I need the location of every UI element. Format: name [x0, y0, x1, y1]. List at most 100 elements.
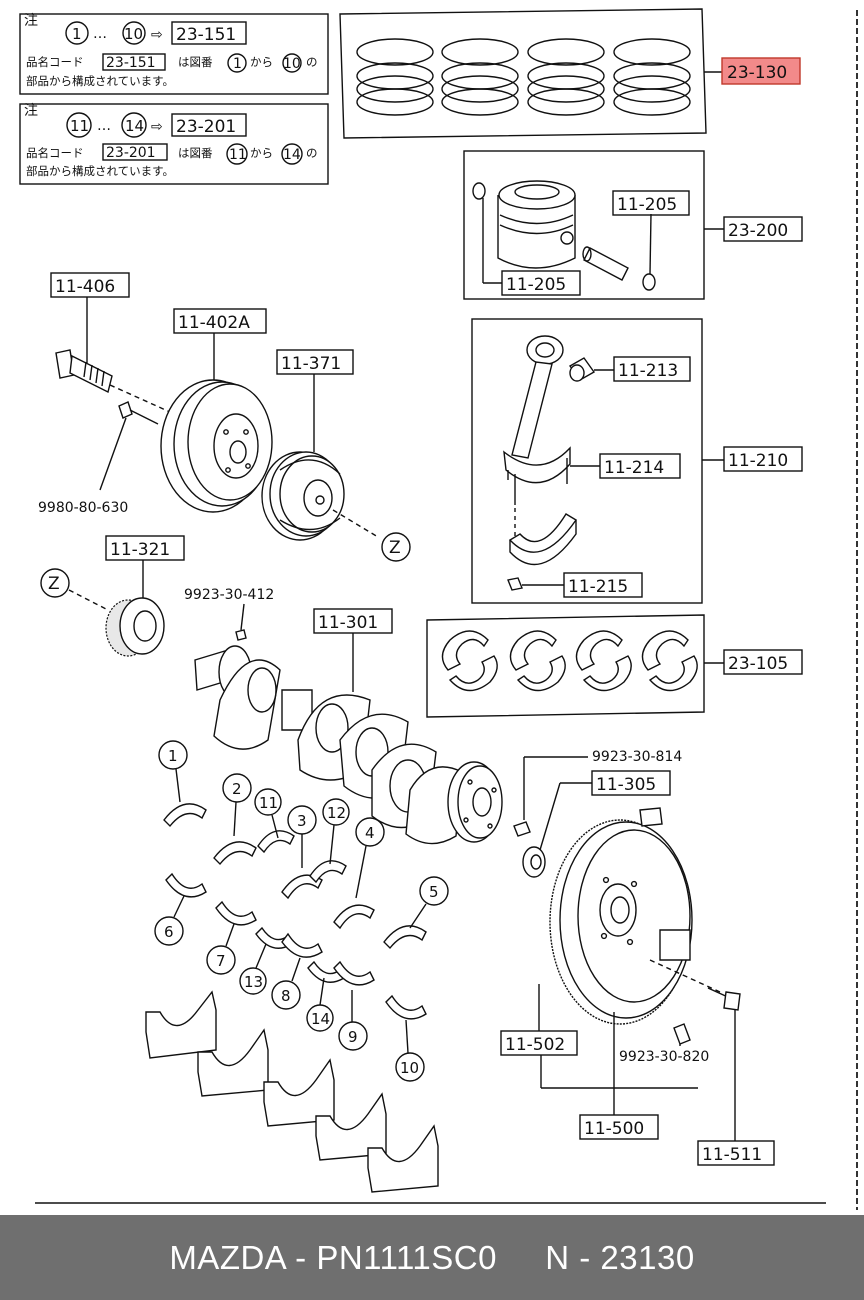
label-rod-bolt[interactable]: 11-214: [604, 458, 664, 478]
bearing-half: [385, 994, 427, 1020]
note-code-box: 23-201: [176, 117, 236, 137]
callout-6[interactable]: 6: [164, 923, 174, 941]
callout-1[interactable]: 1: [168, 747, 178, 765]
callout-8[interactable]: 8: [281, 987, 291, 1005]
bearing-half: [333, 904, 375, 930]
label-piston-clip-bottom[interactable]: 11-205: [506, 275, 566, 295]
rod-bearings-group: 23-105: [426, 614, 803, 718]
note-inline-number: 14: [283, 147, 301, 163]
label-key-pin[interactable]: 9923-30-412: [184, 587, 274, 603]
note-from-number: 11: [70, 117, 89, 135]
note-code-box: 23-151: [176, 25, 236, 45]
bearing-half: [257, 830, 295, 854]
note-inline-number: 11: [229, 147, 247, 163]
note-box-2: 注 11 … 14 ⇨ 23-201 品名コード 23-201 は図番 11 か…: [19, 103, 329, 185]
note-to-number: 10: [124, 25, 143, 43]
snap-ring-icon: [642, 273, 656, 291]
note-text: 品名コード: [26, 55, 84, 69]
crank-bolt-icon: [55, 349, 113, 394]
piston-ring-stack: [441, 38, 519, 116]
note-heading: 注: [24, 13, 38, 29]
note-inline-number: 10: [283, 56, 301, 72]
piston-ring-stack: [527, 38, 605, 116]
label-pin-814[interactable]: 9923-30-814: [592, 749, 682, 765]
damper-group: 11-371 Z: [261, 349, 411, 562]
z-marker-b: Z: [48, 574, 60, 594]
bearing-half: [213, 841, 257, 866]
label-conrod-assy[interactable]: 11-210: [728, 451, 788, 471]
callout-9[interactable]: 9: [348, 1028, 358, 1046]
note-text: 部品から構成されています。: [26, 164, 174, 178]
label-piston-set[interactable]: 23-200: [728, 221, 788, 241]
note-from-number: 1: [72, 25, 82, 43]
sprocket-group: 11-321 Z: [40, 535, 185, 657]
rod-bearing-pair: [441, 630, 498, 692]
callout-2[interactable]: 2: [232, 780, 242, 798]
bearing-half: [383, 925, 427, 950]
label-pin-820[interactable]: 9923-30-820: [619, 1049, 709, 1065]
note-text: から: [250, 55, 273, 69]
label-crankshaft[interactable]: 11-301: [318, 613, 378, 633]
rod-cap-icon: [508, 513, 578, 566]
label-sprocket[interactable]: 11-321: [110, 540, 170, 560]
callout-14[interactable]: 14: [311, 1010, 330, 1028]
label-ring-gear[interactable]: 11-502: [505, 1035, 565, 1055]
label-bushing[interactable]: 11-213: [618, 361, 678, 381]
label-rod-nut[interactable]: 11-215: [568, 577, 628, 597]
crankshaft-group: 11-301: [194, 608, 503, 845]
piston-pin-icon: [582, 246, 629, 281]
bearing-half: [333, 960, 375, 986]
label-crank-bolt[interactable]: 11-406: [55, 277, 115, 297]
crankshaft-icon: [194, 645, 503, 845]
pin-icon: [235, 629, 247, 641]
piston-ring-stack: [613, 38, 691, 116]
dowel-pin-icon: [673, 1023, 691, 1045]
note-arrow-icon: ⇨: [151, 119, 163, 135]
callout-7[interactable]: 7: [216, 952, 226, 970]
small-end-bushing-icon: [568, 357, 596, 382]
label-pilot-bearing[interactable]: 11-305: [596, 775, 656, 795]
callout-10[interactable]: 10: [400, 1059, 419, 1077]
callout-11[interactable]: 11: [259, 794, 278, 812]
label-rod-bearings[interactable]: 23-105: [728, 654, 788, 674]
flywheel-icon: [549, 807, 693, 1025]
piston-icon: [497, 180, 576, 269]
note-to-number: 14: [125, 117, 144, 135]
rod-bearing-pair: [641, 630, 698, 692]
highlight-box: [721, 57, 801, 85]
callout-13[interactable]: 13: [244, 973, 263, 991]
z-marker-a: Z: [389, 538, 401, 558]
label-pulley[interactable]: 11-402A: [178, 313, 250, 333]
note-text: の: [306, 55, 318, 69]
label-damper[interactable]: 11-371: [281, 354, 341, 374]
callout-3[interactable]: 3: [297, 812, 307, 830]
label-flywheel-bolt[interactable]: 11-511: [702, 1145, 762, 1165]
note-text: 部品から構成されています。: [26, 74, 174, 88]
label-bolt-small[interactable]: 9980-80-630: [38, 500, 128, 516]
callout-12[interactable]: 12: [327, 804, 346, 822]
note-text: は図番: [178, 55, 213, 69]
bearing-half: [309, 860, 347, 884]
key-pin-group: 9923-30-412: [184, 587, 274, 641]
bearing-half: [281, 874, 323, 900]
piston-group: 11-205 11-205 23-200: [463, 150, 803, 300]
rod-bearing-pair: [509, 630, 566, 692]
callout-5[interactable]: 5: [429, 883, 439, 901]
note-arrow-icon: ⇨: [151, 27, 163, 43]
note-text: から: [250, 146, 273, 160]
label-piston-clip-top[interactable]: 11-205: [617, 195, 677, 215]
label-flywheel[interactable]: 11-500: [584, 1119, 644, 1139]
main-cap-icon: [197, 1028, 269, 1097]
crank-bolt-group: 11-406: [50, 272, 171, 413]
callout-4[interactable]: 4: [365, 824, 375, 842]
note-heading: 注: [24, 103, 38, 119]
note-dots: …: [93, 26, 107, 42]
main-cap-icon: [367, 1124, 439, 1193]
note-text: 品名コード: [26, 146, 84, 160]
damper-icon: [261, 451, 345, 541]
main-bearings-group: 1 2 3 4 5 6 7 8 9 10 11 12: [154, 740, 449, 1082]
flywheel-group: 9923-30-814 11-305: [500, 749, 775, 1166]
note-text: は図番: [178, 146, 213, 160]
label-rings-set[interactable]: 23-130: [727, 63, 787, 83]
main-caps-group: [145, 990, 439, 1193]
